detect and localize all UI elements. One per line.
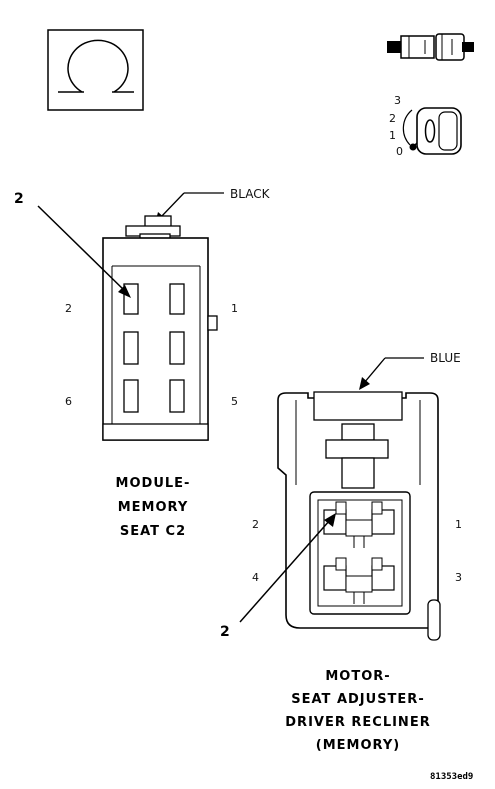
caption-line-4: (MEMORY) xyxy=(316,738,400,753)
pin-label-2: 2 xyxy=(252,518,259,531)
key-position-3: 3 xyxy=(394,94,401,107)
key-position-1: 1 xyxy=(389,129,396,142)
terminal-view-icon xyxy=(47,29,144,111)
pin-label-5: 5 xyxy=(231,395,238,408)
caption-line-1: MODULE- xyxy=(116,476,191,491)
callout-2: 2 xyxy=(220,624,230,640)
pin-label-4: 4 xyxy=(252,571,259,584)
ignition-key-icon: 3 2 1 0 xyxy=(389,94,462,158)
pin-label-3: 3 xyxy=(455,571,462,584)
color-label-blue: BLUE xyxy=(430,351,461,365)
pin-label-1: 1 xyxy=(231,302,238,315)
caption-line-1: MOTOR- xyxy=(325,669,390,684)
key-position-0: 0 xyxy=(396,145,403,158)
connector-recliner: BLUE 2 1 4 3 xyxy=(220,351,462,753)
key-position-2: 2 xyxy=(389,112,396,125)
callout-2: 2 xyxy=(14,191,24,207)
pin-label-1: 1 xyxy=(455,518,462,531)
caption-line-2: MEMORY xyxy=(118,500,189,515)
caption-line-3: SEAT C2 xyxy=(120,524,186,539)
caption-line-2: SEAT ADJUSTER- xyxy=(291,692,424,707)
caption-line-3: DRIVER RECLINER xyxy=(285,715,430,730)
pin-label-6: 6 xyxy=(65,395,72,408)
pin-label-2: 2 xyxy=(65,302,72,315)
color-label-black: BLACK xyxy=(230,187,271,201)
figure-code: 81353ed9 xyxy=(430,772,473,782)
connector-halves-icon xyxy=(387,33,474,61)
connector-c2: BLACK 2 1 6 5 2 MODULE- xyxy=(14,187,271,539)
